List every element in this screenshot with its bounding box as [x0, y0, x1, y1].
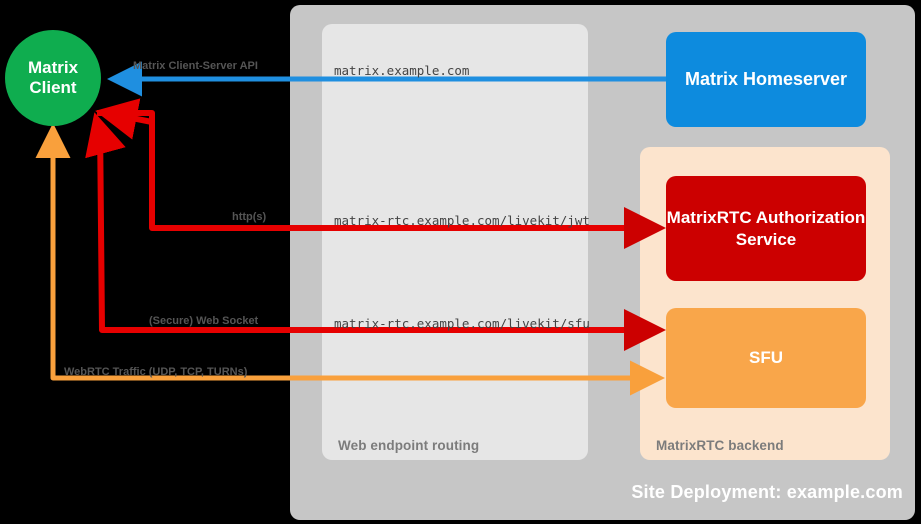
connector-label-https: http(s) — [232, 211, 267, 223]
matrix-client-label-line2: Client — [29, 78, 77, 97]
connector-https — [95, 98, 666, 249]
connector-webrtc — [35, 123, 665, 396]
connector-label-webrtc: WebRTC Traffic (UDP, TCP, TURNs) — [64, 366, 248, 378]
web-endpoint-routing-panel — [322, 24, 588, 460]
endpoint-livekit-sfu: matrix-rtc.example.com/livekit/sfu — [334, 316, 590, 331]
connector-label-cs-api: Matrix Client-Server API — [133, 60, 258, 72]
sfu-node[interactable]: SFU — [666, 308, 866, 408]
matrixrtc-authorization-service-node[interactable]: MatrixRTC Authorization Service — [666, 176, 866, 281]
matrixrtc-backend-label: MatrixRTC backend — [656, 438, 784, 453]
matrix-client-label-line1: Matrix — [27, 57, 79, 77]
endpoint-livekit-jwt: matrix-rtc.example.com/livekit/jwt — [334, 213, 590, 228]
web-endpoint-routing-label: Web endpoint routing — [338, 438, 480, 453]
matrix-homeserver-node[interactable]: Matrix Homeserver — [666, 32, 866, 127]
site-deployment-label: Site Deployment: example.com — [631, 482, 903, 502]
matrix-client-node[interactable]: Matrix Client — [5, 30, 101, 126]
endpoint-matrix-example-com: matrix.example.com — [334, 63, 470, 78]
connector-label-websocket: (Secure) Web Socket — [149, 315, 259, 327]
connector-websocket — [85, 112, 666, 351]
